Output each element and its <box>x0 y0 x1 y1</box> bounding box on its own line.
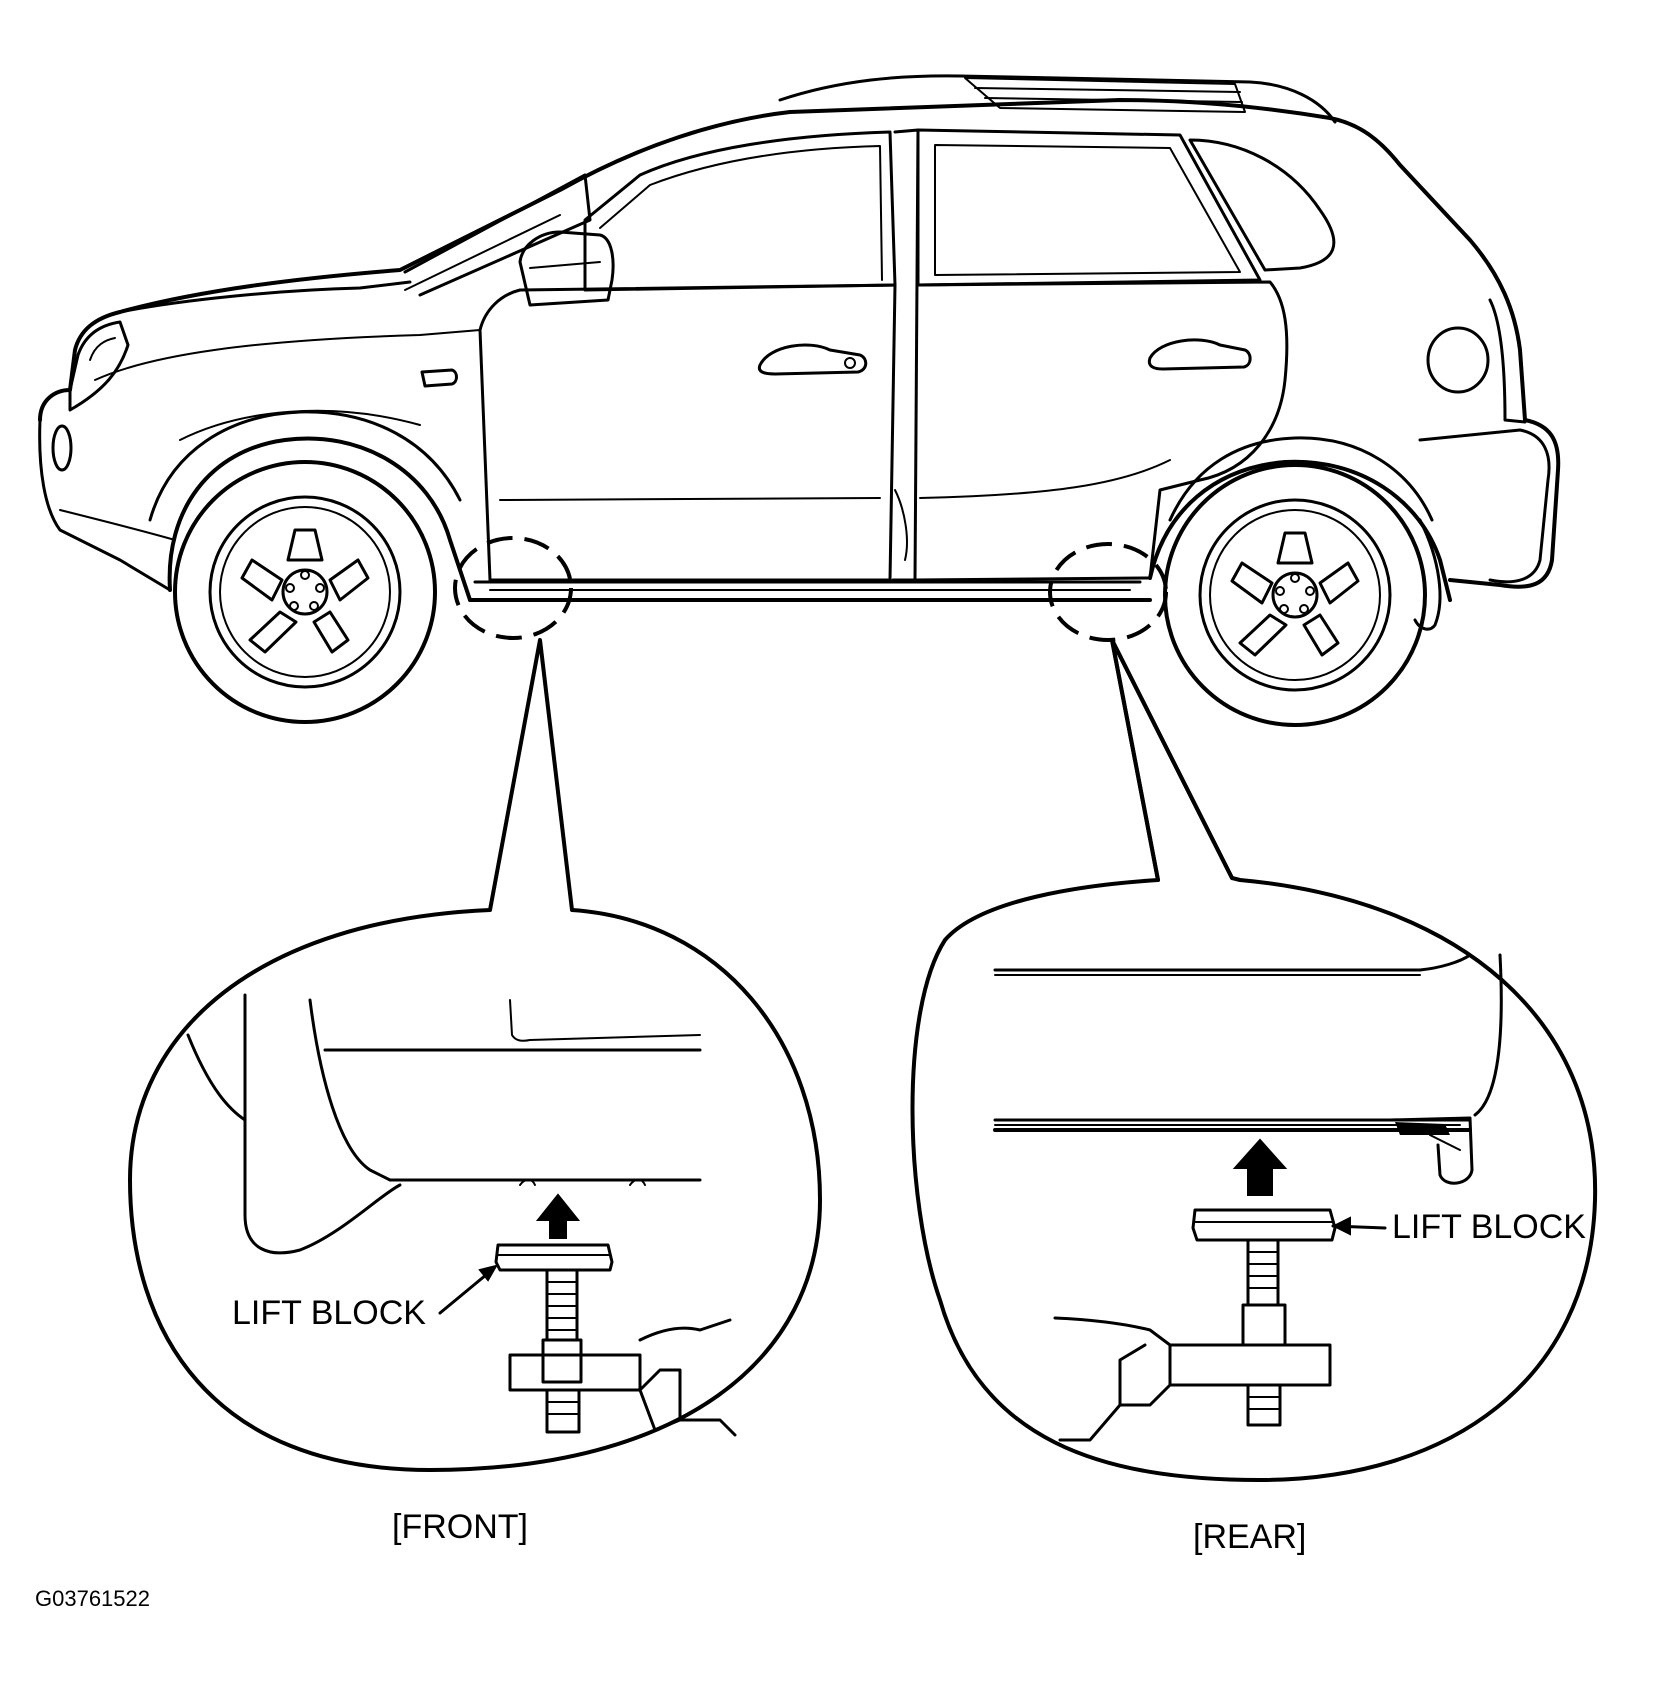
vehicle-side-view <box>38 74 1561 727</box>
rear-detail-contents: LIFT BLOCK <box>993 953 1586 1442</box>
fuel-door <box>1426 326 1490 394</box>
taillight <box>1488 298 1527 424</box>
front-detail-bubble <box>128 638 822 1472</box>
rear-detail-bubble <box>910 638 1598 1482</box>
rear-wheel-arch <box>1148 459 1452 602</box>
figure-id: G03761522 <box>35 1586 150 1611</box>
front-detail-contents: LIFT BLOCK <box>186 993 737 1437</box>
front-wheel-arch <box>167 436 472 602</box>
front-lift-block <box>494 1243 737 1437</box>
front-lift-block-label: LIFT BLOCK <box>232 1294 426 1332</box>
headlight <box>68 320 130 412</box>
side-mirror <box>518 230 615 307</box>
rear-bumper <box>1418 428 1551 584</box>
front-wheel <box>173 460 437 724</box>
rear-caption: [REAR] <box>1193 1518 1306 1556</box>
roof-rack <box>778 74 1337 124</box>
rear-door <box>913 280 1289 582</box>
rear-lift-point-marker <box>1048 542 1168 642</box>
rear-lift-block <box>1053 1208 1337 1442</box>
front-caption: [FRONT] <box>392 1508 528 1546</box>
rear-wheel <box>1163 463 1427 727</box>
front-door-handle <box>757 343 868 376</box>
rear-lift-arrow <box>1232 1138 1288 1196</box>
front-door <box>478 283 897 582</box>
rear-lift-block-label: LIFT BLOCK <box>1392 1208 1586 1246</box>
front-bumper <box>38 418 172 592</box>
front-lift-arrow <box>535 1193 581 1239</box>
front-lift-point-marker <box>453 536 573 640</box>
rear-door-handle <box>1147 338 1252 371</box>
